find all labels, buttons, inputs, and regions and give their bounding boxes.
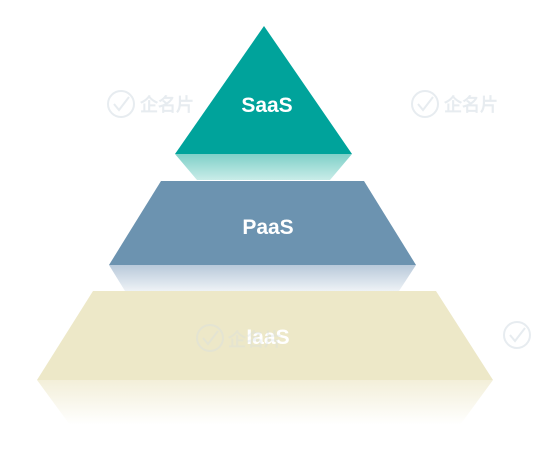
checkmark-circle-icon: [107, 90, 135, 118]
layer-iaas-reflection: [37, 380, 493, 425]
checkmark-circle-icon: [196, 324, 224, 352]
watermark-text: 企名片: [443, 94, 498, 116]
watermark-text: 企名片: [139, 94, 194, 116]
checkmark-circle-icon: [503, 321, 531, 349]
layer-iaas-shape: [37, 291, 493, 380]
layer-iaas: IaaS: [37, 291, 493, 425]
watermark-text: 企名片: [227, 329, 282, 351]
layer-saas-shape: [175, 26, 352, 154]
layer-paas-reflection: [109, 265, 416, 291]
layer-saas: SaaS: [175, 26, 352, 180]
watermark-top-left: 企名片: [107, 90, 194, 118]
layer-iaas-label: IaaS: [246, 326, 289, 349]
layer-saas-label: SaaS: [241, 94, 292, 117]
layer-saas-reflection: [175, 154, 352, 180]
layer-paas: PaaS: [109, 181, 416, 291]
checkmark-circle-icon: [411, 90, 439, 118]
watermark: 企名片 企名片: [107, 90, 531, 349]
layer-paas-label: PaaS: [242, 216, 293, 239]
layer-paas-shape: [109, 181, 416, 265]
watermark-center: 企名片: [196, 324, 282, 352]
watermark-bottom-right: [503, 321, 531, 349]
watermark-top-right: 企名片: [411, 90, 498, 118]
